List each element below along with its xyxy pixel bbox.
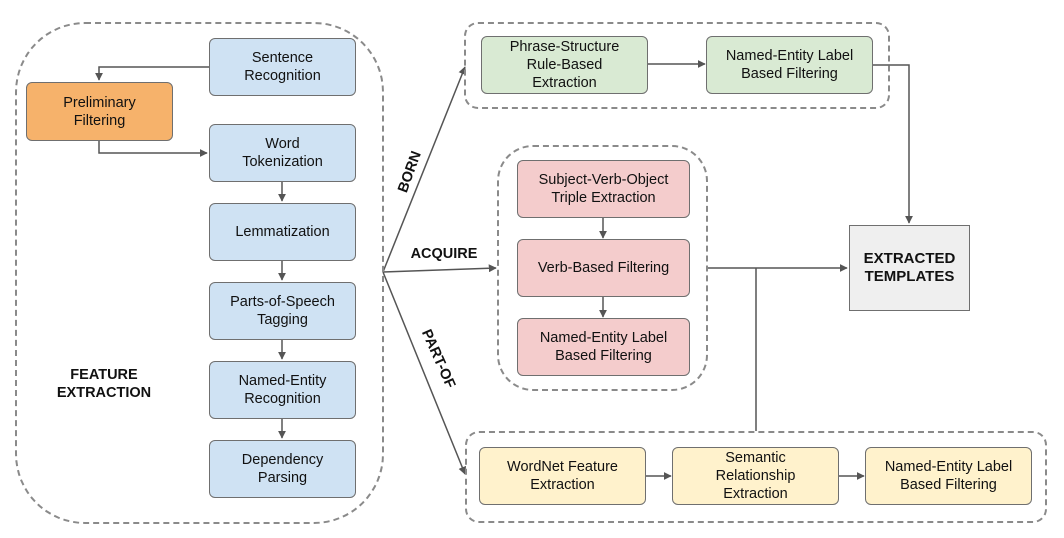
partof-label-filtering-node: Named-Entity Label Based Filtering	[865, 447, 1032, 505]
acquire-svo-extraction-node: Subject-Verb-Object Triple Extraction	[517, 160, 690, 218]
feature-extraction-title: FEATURE EXTRACTION	[56, 367, 152, 401]
word-tokenization-node: Word Tokenization	[209, 124, 356, 182]
ner-node: Named-Entity Recognition	[209, 361, 356, 419]
acquire-label: ACQUIRE	[410, 246, 478, 262]
born-group	[464, 22, 890, 109]
acquire-verb-filtering-node: Verb-Based Filtering	[517, 239, 690, 297]
extracted-templates-node: EXTRACTED TEMPLATES	[849, 225, 970, 311]
feature-extraction-group	[15, 22, 384, 524]
arrow-preliminary-to-tokenization	[98, 141, 208, 157]
pos-tagging-node: Parts-of-Speech Tagging	[209, 282, 356, 340]
born-rule-extraction-node: Phrase-Structure Rule-Based Extraction	[481, 36, 648, 94]
arrow-acquire-branch	[382, 264, 497, 273]
dependency-parsing-node: Dependency Parsing	[209, 440, 356, 498]
preliminary-filtering-node: Preliminary Filtering	[26, 82, 173, 141]
sentence-recognition-node: Sentence Recognition	[209, 38, 356, 96]
lemmatization-node: Lemmatization	[209, 203, 356, 261]
born-label-filtering-node: Named-Entity Label Based Filtering	[706, 36, 873, 94]
arrow-born-to-templates	[873, 64, 913, 224]
partof-semantic-extraction-node: Semantic Relationship Extraction	[672, 447, 839, 505]
born-label: BORN	[395, 149, 425, 195]
arrow-born-branch	[382, 66, 467, 273]
acquire-group	[497, 145, 708, 391]
arrow-partof-branch	[382, 271, 466, 475]
partof-label: PART-OF	[417, 327, 459, 391]
partof-group	[465, 431, 1047, 523]
partof-wordnet-extraction-node: WordNet Feature Extraction	[479, 447, 646, 505]
acquire-label-filtering-node: Named-Entity Label Based Filtering	[517, 318, 690, 376]
arrow-sentence-to-preliminary	[95, 66, 209, 81]
